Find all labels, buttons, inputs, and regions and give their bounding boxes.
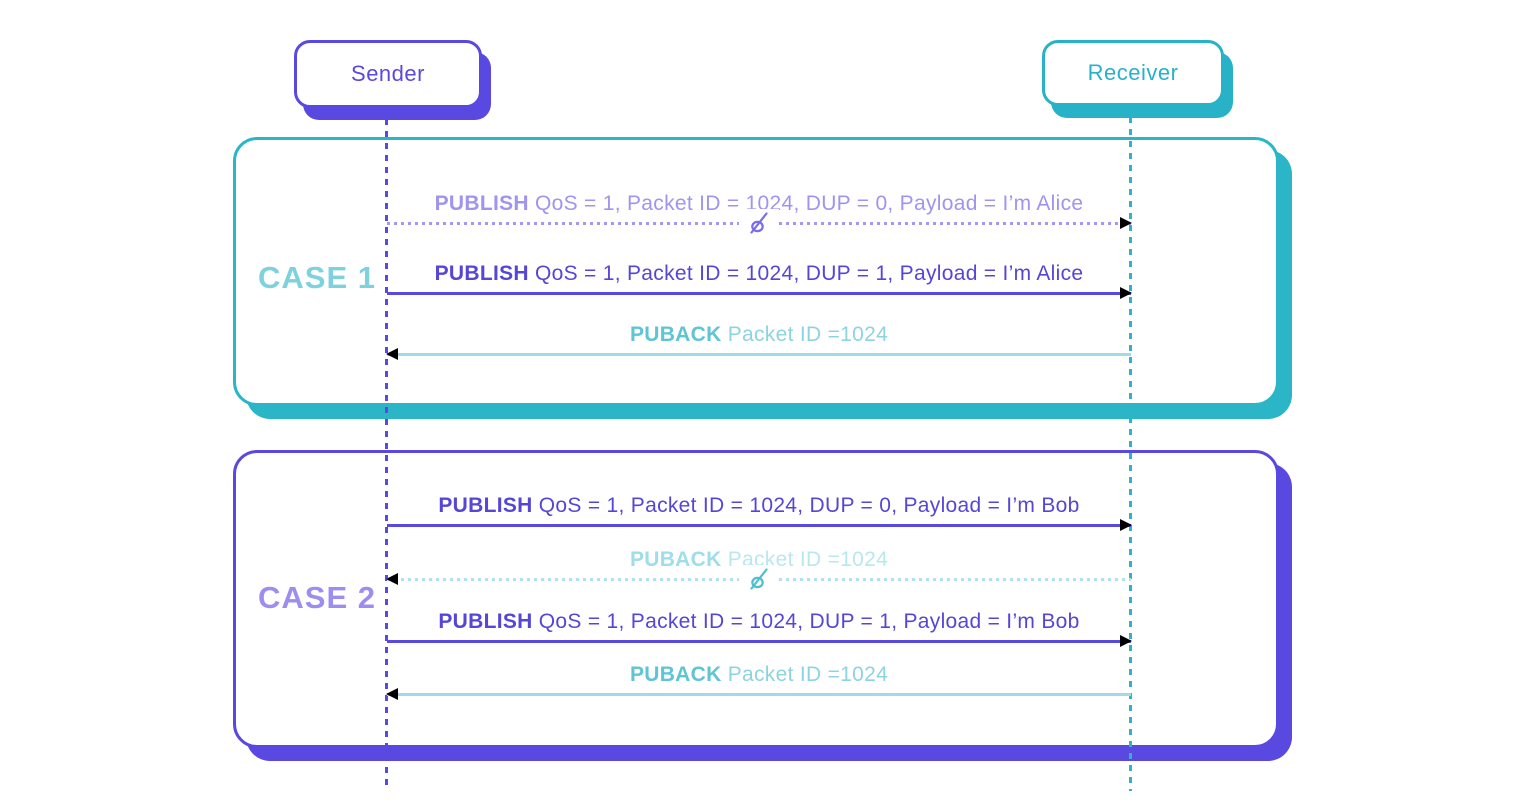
message-arrow-line [386, 688, 1131, 700]
message-keyword: PUBLISH [438, 610, 533, 633]
message-details: QoS = 1, Packet ID = 1024, DUP = 0, Payl… [532, 494, 1080, 517]
arrowhead-left-icon [386, 573, 398, 585]
case2-frame [233, 450, 1279, 748]
message-case1-publish-dup1: PUBLISH QoS = 1, Packet ID = 1024, DUP =… [387, 262, 1132, 299]
sender-lifeline [385, 107, 388, 791]
message-case2-publish-dup0: PUBLISH QoS = 1, Packet ID = 1024, DUP =… [387, 494, 1132, 531]
message-details: QoS = 1, Packet ID = 1024, DUP = 1, Payl… [532, 610, 1080, 633]
message-details: Packet ID =1024 [721, 323, 889, 346]
broken-link-icon [739, 209, 779, 237]
message-keyword: PUBLISH [434, 262, 529, 285]
receiver-lifeline [1129, 105, 1132, 791]
message-case1-publish-dup0: PUBLISH QoS = 1, Packet ID = 1024, DUP =… [387, 192, 1132, 237]
message-keyword: PUBACK [629, 548, 722, 571]
message-label: PUBACK Packet ID =1024 [387, 323, 1131, 347]
message-label: PUBLISH QoS = 1, Packet ID = 1024, DUP =… [387, 262, 1131, 286]
message-arrow-line [386, 348, 1131, 360]
receiver-label: Receiver [1087, 60, 1179, 85]
message-label: PUBLISH QoS = 1, Packet ID = 1024, DUP =… [387, 494, 1131, 518]
message-details: Packet ID =1024 [721, 663, 889, 686]
arrowhead-right-icon [1120, 217, 1132, 229]
message-details: QoS = 1, Packet ID = 1024, DUP = 1, Payl… [528, 262, 1084, 285]
message-arrow-line [387, 519, 1132, 531]
arrowhead-right-icon [1120, 635, 1132, 647]
case1-frame [233, 137, 1279, 406]
message-label: PUBLISH QoS = 1, Packet ID = 1024, DUP =… [387, 610, 1131, 634]
message-keyword: PUBLISH [438, 494, 533, 517]
message-arrow-line [387, 287, 1132, 299]
arrowhead-right-icon [1120, 287, 1132, 299]
message-arrow-line [387, 209, 1132, 237]
arrowhead-right-icon [1120, 519, 1132, 531]
message-keyword: PUBACK [629, 323, 722, 346]
message-label: PUBACK Packet ID =1024 [387, 663, 1131, 687]
message-arrow-line [386, 565, 1131, 593]
message-label: PUBLISH QoS = 1, Packet ID = 1024, DUP =… [387, 192, 1131, 216]
arrowhead-left-icon [386, 688, 398, 700]
message-case2-puback: PUBACK Packet ID =1024 [386, 663, 1131, 700]
message-details: QoS = 1, Packet ID = 1024, DUP = 0, Payl… [528, 192, 1084, 215]
sender-label: Sender [351, 61, 425, 86]
arrowhead-left-icon [386, 348, 398, 360]
receiver-actor-box: Receiver [1042, 40, 1224, 106]
case1-title: CASE 1 [258, 260, 376, 295]
message-arrow-line [387, 635, 1132, 647]
message-keyword: PUBACK [629, 663, 722, 686]
message-case2-puback-lost: PUBACK Packet ID =1024 [386, 548, 1131, 593]
broken-link-icon [739, 565, 779, 593]
message-keyword: PUBLISH [434, 192, 529, 215]
case2-title: CASE 2 [258, 580, 376, 615]
sender-actor-box: Sender [294, 40, 482, 108]
message-case1-puback: PUBACK Packet ID =1024 [386, 323, 1131, 360]
message-case2-publish-dup1: PUBLISH QoS = 1, Packet ID = 1024, DUP =… [387, 610, 1132, 647]
